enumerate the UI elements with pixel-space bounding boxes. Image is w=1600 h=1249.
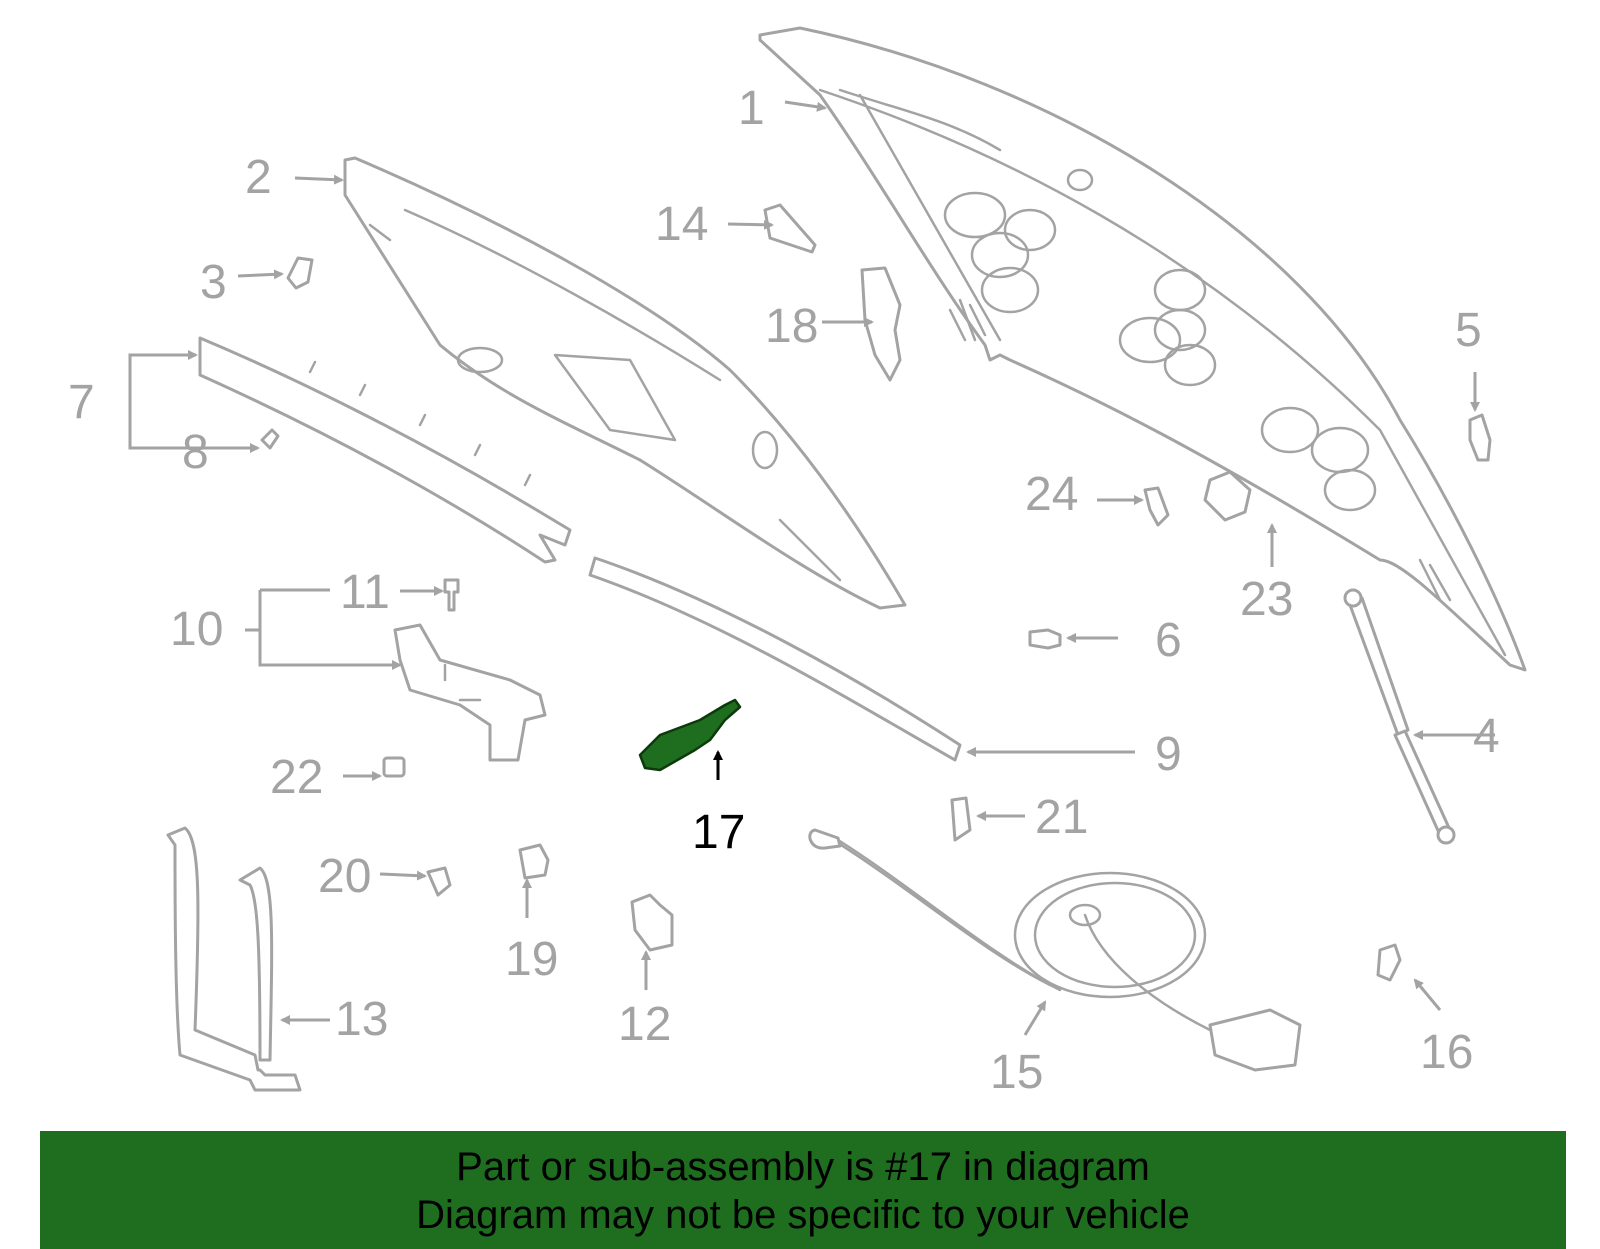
part-17-highlighted xyxy=(638,698,742,772)
part-12-clip xyxy=(630,893,674,952)
part-14-bracket xyxy=(763,203,817,254)
callout-19: 19 xyxy=(505,933,558,986)
part-19-clip xyxy=(518,843,550,880)
part-15-release-cable xyxy=(808,828,1302,1072)
part-24-clip xyxy=(1143,486,1170,527)
callout-8: 8 xyxy=(182,426,209,479)
part-22-bumper xyxy=(382,756,406,778)
callout-11: 11 xyxy=(340,566,390,619)
callout-4: 4 xyxy=(1473,710,1500,763)
callout-3: 3 xyxy=(200,256,227,309)
callout-13: 13 xyxy=(335,993,388,1046)
banner-line-1: Part or sub-assembly is #17 in diagram xyxy=(456,1145,1150,1189)
part-23-bumper xyxy=(1203,470,1252,522)
callout-18: 18 xyxy=(765,300,818,353)
callout-10: 10 xyxy=(170,603,223,656)
part-21-clip xyxy=(950,796,972,842)
callout-16: 16 xyxy=(1420,1026,1473,1079)
parts-diagram: 1 2 3 4 5 6 7 8 9 10 11 12 13 14 15 16 1… xyxy=(68,26,1527,1099)
callout-24: 24 xyxy=(1025,468,1078,521)
part-3-clip xyxy=(286,256,314,290)
banner-line-2: Diagram may not be specific to your vehi… xyxy=(416,1193,1190,1237)
callout-17: 17 xyxy=(692,806,745,859)
part-11-bolt xyxy=(443,578,460,612)
part-13-prop-rod xyxy=(166,826,302,1092)
part-18-bracket xyxy=(860,266,902,382)
part-9-weatherstrip xyxy=(588,556,962,762)
part-5-clip xyxy=(1468,413,1492,462)
part-16-clip xyxy=(1376,943,1402,982)
callout-23: 23 xyxy=(1240,573,1293,626)
callout-21: 21 xyxy=(1035,791,1088,844)
part-2-insulator xyxy=(343,156,907,610)
callout-2: 2 xyxy=(245,151,272,204)
callout-5: 5 xyxy=(1455,304,1482,357)
callout-1: 1 xyxy=(738,82,765,135)
info-banner: Part or sub-assembly is #17 in diagram D… xyxy=(40,1131,1566,1249)
part-20-clip xyxy=(426,866,452,897)
part-1-hood xyxy=(758,26,1527,672)
callout-6: 6 xyxy=(1155,614,1182,667)
callout-9: 9 xyxy=(1155,728,1182,781)
part-4-strut xyxy=(1343,588,1456,845)
callout-14: 14 xyxy=(655,198,708,251)
callout-22: 22 xyxy=(270,751,323,804)
callout-7: 7 xyxy=(68,376,95,429)
callout-12: 12 xyxy=(618,998,671,1051)
callout-15: 15 xyxy=(990,1046,1043,1099)
part-7-seal xyxy=(198,336,572,564)
part-6-clip xyxy=(1028,628,1062,650)
part-10-hinge xyxy=(393,623,547,762)
callout-20: 20 xyxy=(318,850,371,903)
part-8-clip xyxy=(260,428,280,450)
